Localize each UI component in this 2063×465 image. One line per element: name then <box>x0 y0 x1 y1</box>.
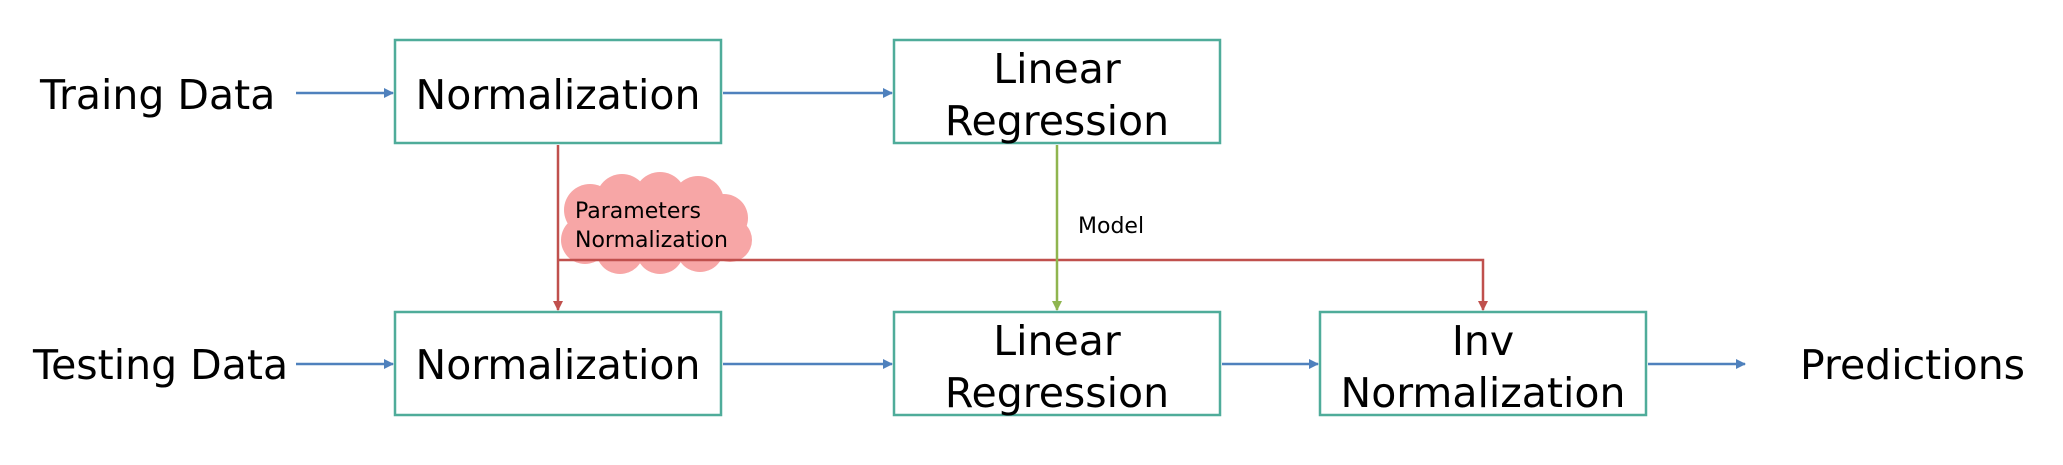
inv-norm-box: Inv Normalization <box>1318 310 1648 417</box>
norm-train-label: Normalization <box>416 71 701 119</box>
linreg-train-box: Linear Regression <box>892 38 1222 145</box>
linreg-train-line2: Regression <box>945 97 1169 145</box>
parameters-cloud: Parameters Normalization <box>561 172 752 274</box>
model-label: Model <box>1078 214 1144 239</box>
linreg-test-line2: Regression <box>945 369 1169 417</box>
linreg-test-line1: Linear <box>993 317 1121 365</box>
linreg-test-box: Linear Regression <box>892 310 1222 417</box>
training-data-label: Traing Data <box>39 71 275 119</box>
linreg-train-line1: Linear <box>993 45 1121 93</box>
parameters-label-line2: Normalization <box>575 228 728 253</box>
arrow-params-to-inv-norm <box>558 258 1488 311</box>
testing-data-label: Testing Data <box>32 341 288 389</box>
parameters-label-line1: Parameters <box>575 199 701 224</box>
norm-train-box: Normalization <box>393 38 723 145</box>
predictions-label: Predictions <box>1800 341 2025 389</box>
inv-norm-line2: Normalization <box>1341 369 1626 417</box>
norm-test-box: Normalization <box>393 310 723 417</box>
norm-test-label: Normalization <box>416 341 701 389</box>
inv-norm-line1: Inv <box>1452 317 1514 365</box>
